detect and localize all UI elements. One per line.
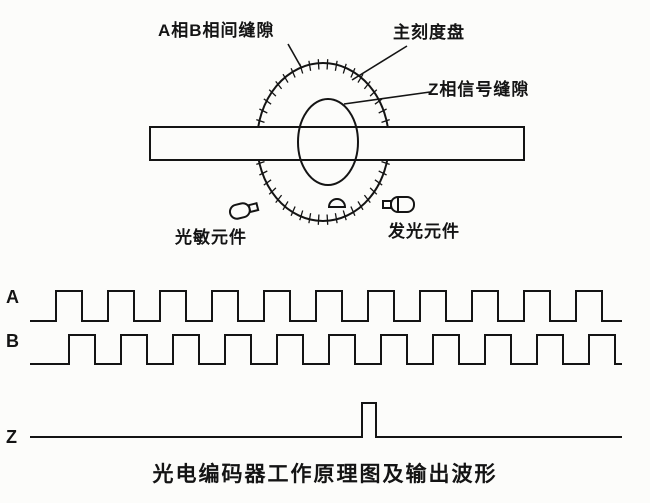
- channel-label-Z: Z: [6, 427, 17, 447]
- channel-label-A: A: [6, 287, 19, 307]
- photosensor-icon: [228, 202, 260, 220]
- label-emitter: 发光元件: [387, 221, 460, 241]
- leader-line-z-gap: [343, 91, 431, 105]
- label-photosensor: 光敏元件: [174, 227, 247, 247]
- figure-caption: 光电编码器工作原理图及输出波形: [152, 462, 498, 486]
- waveform-Z: [30, 402, 622, 438]
- waveform-B: [30, 334, 622, 365]
- label-z-gap: Z相信号缝隙: [428, 79, 529, 99]
- waveform-A: [30, 290, 622, 322]
- z-slit-notch: [327, 198, 347, 208]
- disk-inner-hole: [297, 98, 359, 186]
- label-gap-ab: A相B相间缝隙: [158, 20, 275, 40]
- label-main-disk: 主刻度盘: [393, 22, 465, 42]
- channel-label-B: B: [6, 331, 19, 351]
- output-waveforms: A B Z: [6, 287, 622, 447]
- light-emitter-icon: [382, 196, 415, 213]
- shaft: [149, 126, 525, 161]
- leader-line-gap-ab: [287, 43, 302, 68]
- leader-line-main-disk: [351, 45, 408, 81]
